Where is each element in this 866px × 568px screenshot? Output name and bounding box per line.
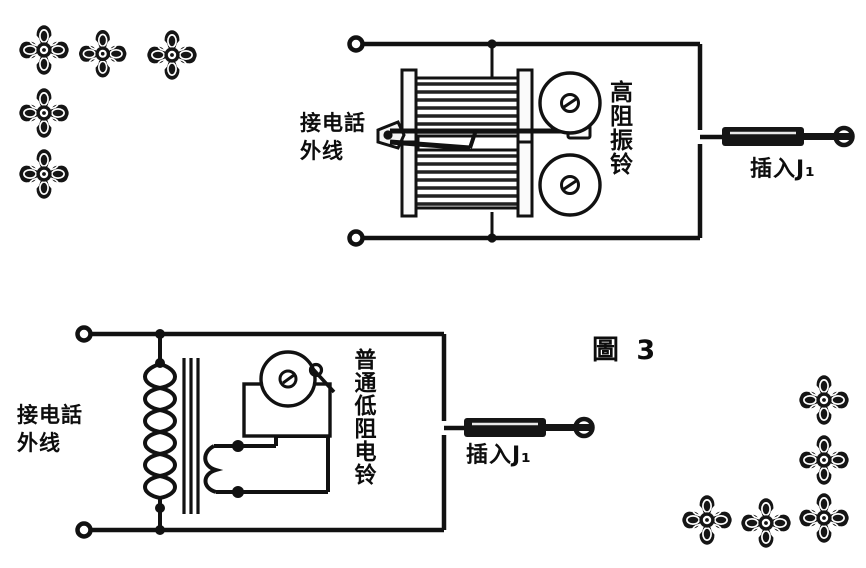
junction-bottom — [155, 525, 165, 535]
label-top-plug: 插入J₁ — [750, 157, 816, 182]
label-low-impedance-bell: 普通低阻电铃 — [350, 348, 376, 486]
coil-bobbin-lower — [400, 140, 534, 218]
junction-dot-top — [487, 39, 497, 49]
coil-bobbin-upper — [400, 68, 534, 146]
rosette-6 — [795, 374, 853, 426]
rosette-9 — [737, 497, 795, 549]
junction-top — [155, 329, 165, 339]
transformer-secondary-coil — [203, 444, 234, 494]
terminal-bottom — [75, 521, 93, 539]
diagram-high-impedance-ringer — [340, 22, 866, 262]
transformer-primary-coil — [143, 362, 177, 508]
label-bottom-plug: 插入J₁ — [466, 443, 532, 468]
rosette-5 — [15, 148, 73, 200]
electromagnet-assembly — [376, 68, 592, 218]
junction-dot-bottom — [487, 233, 497, 243]
terminal-bottom — [347, 229, 365, 247]
label-top-left-line1: 接电話 — [300, 111, 366, 135]
bell-gong — [259, 350, 317, 408]
rosette-2 — [75, 29, 130, 79]
label-bottom-left-line1: 接电話 — [17, 403, 83, 427]
rosette-3 — [143, 29, 201, 81]
terminal-top — [347, 35, 365, 53]
figure-caption: 圖 3 — [592, 335, 660, 366]
label-bottom-left-line2: 外线 — [17, 431, 61, 455]
diagram-low-impedance-bell — [66, 318, 606, 548]
ornament-cluster-top-left — [0, 0, 210, 210]
bell-clapper-arm — [308, 362, 336, 394]
rosette-4 — [15, 87, 73, 139]
plug-connector — [464, 416, 595, 439]
rosette-10 — [795, 492, 853, 544]
label-high-impedance-ringer: 高阻振铃 — [605, 80, 632, 176]
rosette-7 — [795, 434, 853, 486]
rosette-1 — [15, 24, 73, 76]
terminal-top — [75, 325, 93, 343]
ornament-cluster-bottom-right — [660, 360, 866, 568]
rosette-8 — [678, 494, 736, 546]
transformer-core — [182, 358, 200, 514]
gong-lower — [538, 153, 602, 217]
gong-upper — [538, 71, 602, 135]
label-top-left-line2: 外线 — [300, 139, 344, 163]
plug-connector — [722, 125, 855, 148]
